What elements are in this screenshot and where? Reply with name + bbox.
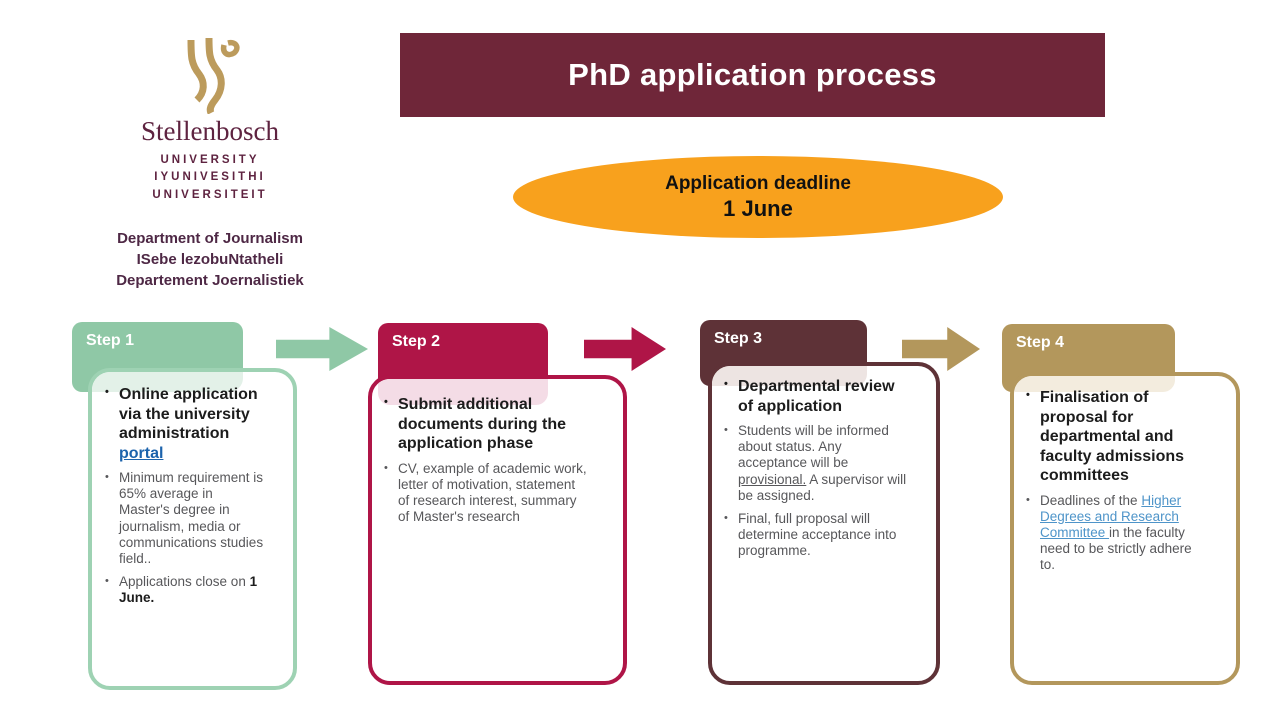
bullet-item: • Submit additional documents during the …: [384, 395, 587, 454]
bullet-dot-icon: •: [724, 378, 728, 390]
bullet-text: Departmental review of application: [738, 377, 908, 416]
deadline-date: 1 June: [723, 195, 793, 221]
bullet-item: • Deadlines of the Higher Degrees and Res…: [1026, 493, 1208, 574]
text-segment: Submit additional documents during the a…: [398, 396, 566, 453]
text-segment: Deadlines of the: [1040, 492, 1142, 508]
deadline-emphasis: 1 June.: [119, 574, 258, 606]
bullet-text: Deadlines of the Higher Degrees and Rese…: [1040, 493, 1208, 574]
step-2-bullets: • Submit additional documents during the …: [372, 379, 623, 525]
department-line: Departement Joernalistiek: [116, 271, 304, 289]
step-3-tab-tint: [712, 366, 867, 386]
higher-degrees-committee-link[interactable]: Higher Degrees and Research Committee: [1040, 492, 1182, 540]
bullet-text: Applications close on 1 June.: [119, 574, 267, 606]
arrow-step3-to-step4-icon: [902, 327, 980, 371]
text-segment: Finalisation of proposal for departmenta…: [1040, 389, 1185, 485]
step-4-bullets: • Finalisation of proposal for department…: [1014, 376, 1236, 574]
department-lines: Department of Journalism ISebe lezobuNta…: [100, 228, 320, 291]
bullet-item: • Departmental review of application: [724, 377, 908, 416]
department-line: Department of Journalism: [117, 229, 303, 247]
text-segment: Minimum requirement is 65% average in Ma…: [119, 470, 264, 566]
step-1-label: Step 1: [86, 332, 135, 349]
step-3-bullets: • Departmental review of application • Stud…: [712, 366, 936, 560]
step-2-card: • Submit additional documents during the …: [368, 375, 627, 685]
step-3-card: • Departmental review of application • Stud…: [708, 362, 940, 685]
step-1-bullets: • Online application via the university a…: [92, 372, 293, 607]
step-4-card: • Finalisation of proposal for department…: [1010, 372, 1240, 685]
step-3-label: Step 3: [714, 330, 763, 347]
text-segment: Final, full proposal will determine acce…: [738, 510, 897, 559]
step-4-label: Step 4: [1016, 334, 1065, 351]
bullet-dot-icon: •: [105, 575, 109, 588]
step-2-label: Step 2: [392, 333, 441, 350]
university-caps-line: UNIVERSITEIT: [152, 188, 268, 201]
page-title: PhD application process: [568, 57, 937, 92]
step-4-tab-tint: [1014, 376, 1175, 392]
university-caps-line: IYUNIVESITHI: [154, 171, 266, 184]
university-caps-lines: UNIVERSITY IYUNIVESITHI UNIVERSITEIT: [100, 152, 320, 204]
bullet-item: • Applications close on 1 June.: [105, 574, 267, 606]
bullet-item: • Students will be informed about status.…: [724, 423, 908, 504]
bullet-text: Students will be informed about status. …: [738, 423, 908, 504]
text-segment: in the faculty need to be strictly adher…: [1040, 524, 1192, 573]
arrow-step1-to-step2-icon: [276, 327, 368, 371]
bullet-dot-icon: •: [384, 461, 388, 474]
portal-link[interactable]: portal: [119, 444, 164, 462]
university-caps-line: UNIVERSITY: [160, 154, 260, 166]
step-1-tab-tint: [92, 372, 243, 392]
bullet-text: Submit additional documents during the a…: [398, 395, 587, 454]
text-segment: Applications close on: [119, 574, 250, 590]
bullet-text: Finalisation of proposal for departmenta…: [1040, 388, 1208, 486]
bullet-text: Online application via the university ad…: [119, 385, 267, 463]
university-logo: Stellenbosch UNIVERSITY IYUNIVESITHI UNI…: [100, 34, 320, 291]
bullet-dot-icon: •: [724, 424, 728, 437]
step-2-tab-tint: [378, 379, 548, 405]
department-line: ISebe lezobuNtatheli: [136, 250, 284, 268]
bullet-text: Final, full proposal will determine acce…: [738, 511, 908, 560]
text-segment: CV, example of academic work, letter of …: [398, 460, 587, 525]
bullet-text: Minimum requirement is 65% average in Ma…: [119, 470, 267, 567]
text-segment: A supervisor will be assigned.: [738, 471, 907, 503]
text-segment: Online application via the university ad…: [119, 386, 258, 443]
text-segment: Departmental review of application: [738, 378, 895, 415]
bullet-dot-icon: •: [105, 471, 109, 484]
deadline-label: Application deadline: [665, 172, 851, 194]
bullet-item: • Online application via the university a…: [105, 385, 267, 463]
bullet-dot-icon: •: [1026, 389, 1030, 401]
bullet-item: • CV, example of academic work, letter of…: [384, 461, 587, 526]
bullet-item: • Final, full proposal will determine acc…: [724, 511, 908, 560]
text-segment: Students will be informed about status. …: [738, 423, 889, 471]
deadline-badge: Application deadline 1 June: [513, 156, 1003, 238]
step-1-card: • Online application via the university a…: [88, 368, 297, 690]
provisional-emphasis: provisional.: [738, 471, 807, 487]
bullet-item: • Finalisation of proposal for department…: [1026, 388, 1208, 486]
bullet-dot-icon: •: [384, 396, 388, 408]
arrow-step2-to-step3-icon: [584, 327, 666, 371]
university-name: Stellenbosch: [141, 116, 279, 146]
bullet-item: • Minimum requirement is 65% average in M…: [105, 470, 267, 567]
bullet-dot-icon: •: [105, 386, 109, 398]
bullet-dot-icon: •: [1026, 493, 1030, 506]
bullet-dot-icon: •: [724, 511, 728, 524]
title-banner: PhD application process: [400, 33, 1105, 117]
bullet-text: CV, example of academic work, letter of …: [398, 461, 587, 526]
stellenbosch-logo-icon: [187, 37, 240, 114]
